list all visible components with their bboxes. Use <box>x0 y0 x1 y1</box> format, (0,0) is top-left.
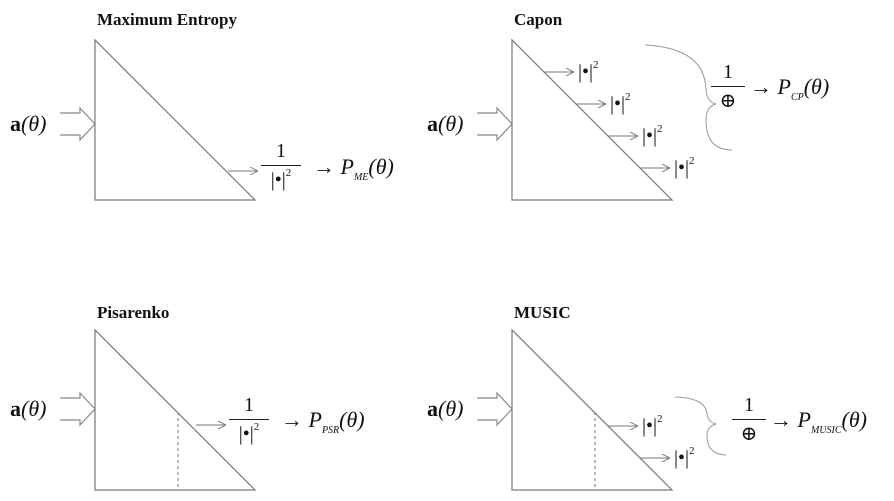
pisarenko-triangle <box>94 328 257 491</box>
capon-fraction: 1⊕ <box>711 62 745 111</box>
music-fraction: 1⊕ <box>732 395 766 444</box>
panel-title-music: MUSIC <box>514 303 571 322</box>
music-abs-term-1: |•|2 <box>642 413 663 437</box>
music-triangle <box>511 328 674 491</box>
capon-input-label: a(θ) <box>427 111 464 136</box>
me-output-label: → PME(θ) <box>313 154 394 183</box>
me-input-arrow <box>60 106 96 142</box>
me-triangle <box>94 38 257 201</box>
music-input-label: a(θ) <box>427 396 464 421</box>
pisarenko-output-label: → PPSR(θ) <box>281 407 365 436</box>
me-fraction: 1|•|2 <box>261 141 301 190</box>
pisarenko-fraction: 1|•|2 <box>229 395 269 444</box>
music-output-label: → PMUSIC(θ) <box>770 407 867 436</box>
capon-brace <box>644 44 733 151</box>
capon-triangle <box>511 38 674 201</box>
panel-title-pisarenko: Pisarenko <box>97 303 170 322</box>
music-abs-term-2: |•|2 <box>674 445 695 469</box>
capon-abs-term-4: |•|2 <box>674 155 695 179</box>
pisarenko-input-arrow <box>60 391 96 427</box>
me-input-label: a(θ) <box>10 111 47 136</box>
panel-title-capon: Capon <box>514 10 563 29</box>
music-input-arrow <box>477 391 513 427</box>
music-brace <box>674 396 727 456</box>
capon-abs-term-3: |•|2 <box>642 123 663 147</box>
capon-abs-term-1: |•|2 <box>578 59 599 83</box>
capon-output-label: → PCP(θ) <box>750 74 830 103</box>
capon-abs-term-2: |•|2 <box>610 91 631 115</box>
capon-input-arrow <box>477 106 513 142</box>
panel-title-maximum-entropy: Maximum Entropy <box>97 10 237 29</box>
pisarenko-input-label: a(θ) <box>10 396 47 421</box>
